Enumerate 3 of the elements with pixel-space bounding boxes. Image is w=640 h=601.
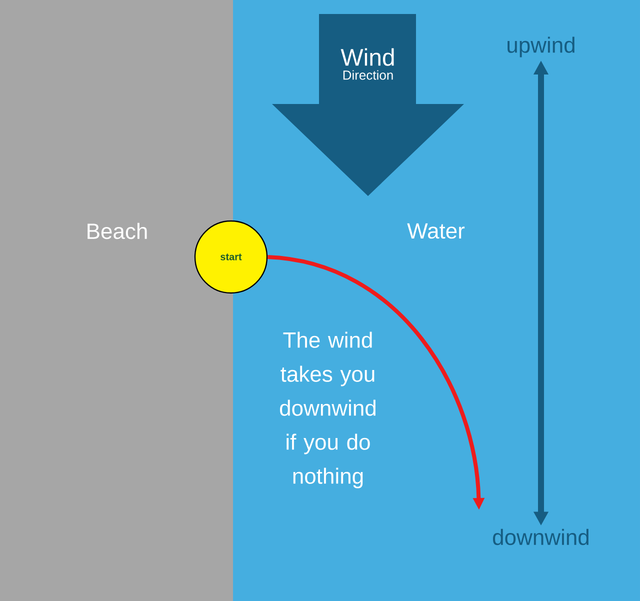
direction-label: upwind [508,36,574,58]
direction-label: downwind [493,528,588,546]
note-text: The wind takes you downwind if you do nothing [280,332,376,488]
